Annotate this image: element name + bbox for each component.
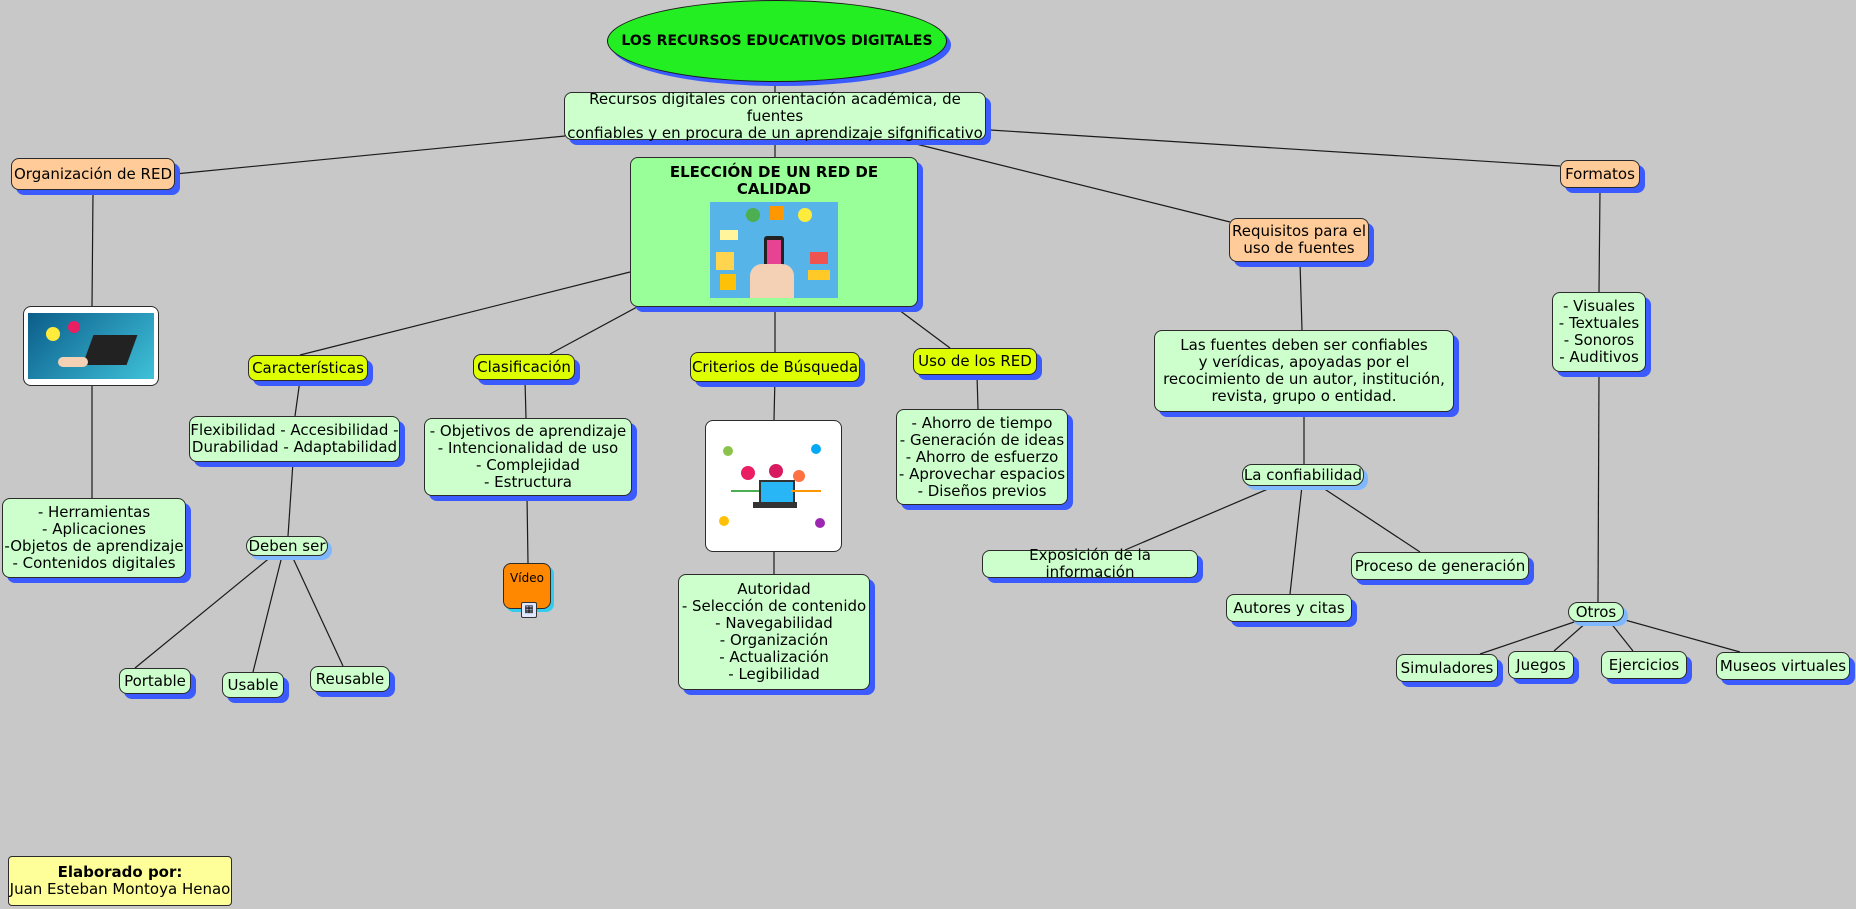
film-icon[interactable]: ▦: [521, 602, 537, 618]
author-name: Juan Esteban Montoya Henao: [9, 880, 231, 898]
uso-label: Uso de los RED: [918, 352, 1032, 370]
formatos-items: - Visuales - Textuales - Sonoros - Audit…: [1552, 292, 1646, 372]
proceso-node: Proceso de generación: [1351, 552, 1529, 580]
caracteristicas-items: Flexibilidad - Accesibilidad - Durabilid…: [189, 416, 400, 462]
portable-node: Portable: [119, 668, 191, 694]
criterios-label: Criterios de Búsqueda: [691, 357, 859, 376]
author-box: Elaborado por: Juan Esteban Montoya Hena…: [8, 856, 232, 906]
ejercicios-node: Ejercicios: [1601, 651, 1687, 679]
exposicion-label: Exposición de la información: [1029, 546, 1151, 581]
ejercicios-label: Ejercicios: [1608, 655, 1680, 674]
requisitos-items: Las fuentes deben ser confiables y veríd…: [1154, 330, 1454, 412]
usable-node: Usable: [222, 672, 284, 698]
exposicion-node: Exposición de la información: [982, 546, 1198, 581]
clasificacion-node: Clasificación: [473, 354, 575, 380]
museos-label: Museos virtuales: [1719, 656, 1847, 675]
video-label: Vídeo: [510, 571, 544, 585]
usable-label: Usable: [227, 675, 279, 694]
author-heading: Elaborado por:: [57, 863, 183, 881]
proceso-label: Proceso de generación: [1354, 556, 1526, 575]
confiabilidad-label: La confiabilidad: [1243, 465, 1363, 484]
confiabilidad-node: La confiabilidad: [1242, 464, 1364, 486]
organizacion-node: Organización de RED: [11, 158, 175, 190]
center-label: ELECCIÓN DE UN RED DE CALIDAD: [669, 163, 879, 198]
uso-node: Uso de los RED: [913, 348, 1037, 375]
organizacion-label: Organización de RED: [14, 164, 172, 183]
clasificacion-label: Clasificación: [477, 357, 571, 376]
simuladores-label: Simuladores: [1400, 658, 1494, 677]
juegos-node: Juegos: [1508, 651, 1574, 679]
deben-ser-node: Deben ser: [246, 536, 328, 556]
formatos-items-text: - Visuales - Textuales - Sonoros - Audit…: [1558, 297, 1640, 366]
criterios-items-text: Autoridad - Selección de contenido - Nav…: [681, 580, 867, 683]
uso-items: - Ahorro de tiempo - Generación de ideas…: [896, 409, 1068, 505]
mobile-commerce-image: [710, 202, 838, 298]
main-title-text: LOS RECURSOS EDUCATIVOS DIGITALES: [621, 33, 933, 49]
portable-label: Portable: [124, 671, 186, 690]
autores-node: Autores y citas: [1226, 594, 1352, 622]
definition-box: Recursos digitales con orientación acadé…: [564, 89, 986, 142]
organizacion-items: - Herramientas - Aplicaciones -Objetos d…: [2, 498, 186, 578]
organizacion-items-text: - Herramientas - Aplicaciones -Objetos d…: [4, 503, 184, 572]
uso-items-text: - Ahorro de tiempo - Generación de ideas…: [898, 413, 1066, 500]
deben-ser-label: Deben ser: [248, 536, 326, 555]
autores-label: Autores y citas: [1233, 598, 1345, 617]
reusable-label: Reusable: [315, 669, 385, 688]
simuladores-node: Simuladores: [1396, 654, 1498, 682]
formatos-node: Formatos: [1560, 160, 1640, 188]
otros-node: Otros: [1568, 602, 1624, 622]
museos-node: Museos virtuales: [1716, 652, 1850, 680]
caracteristicas-node: Características: [248, 355, 368, 381]
formatos-label: Formatos: [1565, 164, 1635, 183]
definition-text: Recursos digitales con orientación acadé…: [567, 89, 983, 142]
requisitos-node: Requisitos para el uso de fuentes: [1229, 218, 1369, 262]
clasificacion-items: - Objetivos de aprendizaje - Intencional…: [424, 418, 632, 496]
center-node: ELECCIÓN DE UN RED DE CALIDAD: [630, 157, 918, 307]
network-image: [705, 420, 842, 552]
requisitos-items-text: Las fuentes deben ser confiables y veríd…: [1163, 336, 1445, 405]
main-title: LOS RECURSOS EDUCATIVOS DIGITALES: [607, 0, 947, 82]
clasificacion-items-text: - Objetivos de aprendizaje - Intencional…: [429, 422, 627, 491]
caracteristicas-items-text: Flexibilidad - Accesibilidad - Durabilid…: [190, 421, 399, 456]
otros-label: Otros: [1575, 602, 1617, 621]
juegos-label: Juegos: [1516, 655, 1566, 674]
requisitos-label: Requisitos para el uso de fuentes: [1231, 222, 1367, 257]
laptop-image: [23, 306, 159, 386]
criterios-node: Criterios de Búsqueda: [690, 352, 860, 382]
criterios-items: Autoridad - Selección de contenido - Nav…: [678, 574, 870, 690]
video-node[interactable]: Vídeo: [503, 563, 551, 609]
caracteristicas-label: Características: [252, 358, 364, 377]
reusable-node: Reusable: [310, 666, 390, 692]
